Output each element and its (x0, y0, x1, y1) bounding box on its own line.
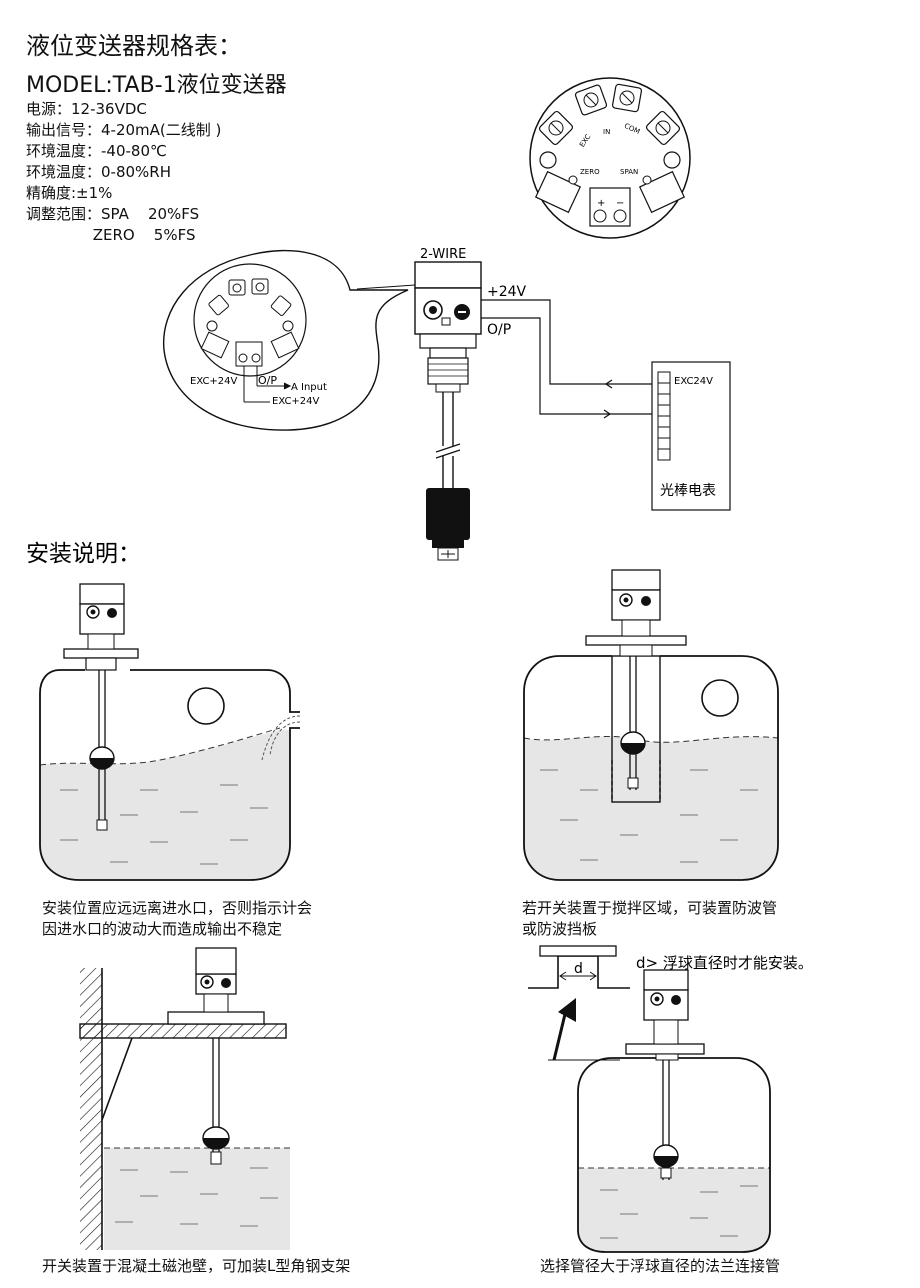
spec-range-span: 调整范围：SPA 20%FS (26, 205, 200, 223)
label-in: IN (603, 128, 610, 136)
caption-flange: 选择管径大于浮球直径的法兰连接管 (540, 1257, 781, 1275)
terminal-block-large: EXC IN COM ZERO SPAN + − (529, 77, 691, 239)
model-title: MODEL:TAB-1液位变送器 (26, 73, 287, 98)
caption-stilling-line1: 若开关装置于搅拌区域，可装置防波管 (522, 899, 778, 917)
spec-list: 电源：12-36VDC 输出信号：4-20mA(二线制 ) 环境温度：-40-8… (26, 99, 221, 246)
label-plus: + (597, 198, 605, 209)
bubble-label-ainput: A Input (291, 382, 327, 393)
spec-accuracy: 精确度:±1% (26, 184, 113, 202)
install-scenario-inlet (39, 583, 301, 881)
plus24v-label: +24V (487, 284, 527, 300)
caption-inlet-line2: 因进水口的波动大而造成输出不稳定 (42, 920, 283, 938)
meter-label: 光棒电表 (660, 483, 716, 499)
d-label: d (574, 961, 583, 977)
bubble-label-exc24: EXC+24V (190, 376, 238, 387)
d-note: d> 浮球直径时才能安装。 (636, 954, 813, 972)
spec-temp: 环境温度：-40-80℃ (26, 142, 167, 160)
exc24v-label: EXC24V (674, 376, 713, 387)
two-wire-label: 2-WIRE (420, 247, 466, 262)
op-label: O/P (487, 322, 511, 338)
label-minus: − (616, 198, 624, 209)
caption-stilling-line2: 或防波挡板 (522, 920, 598, 938)
caption-inlet: 安装位置应远远离进水口，否则指示计会 因进水口的波动大而造成输出不稳定 (42, 898, 312, 940)
label-span: SPAN (620, 168, 638, 176)
install-scenario-wall (79, 947, 290, 1250)
caption-stilling-well: 若开关装置于搅拌区域，可装置防波管 或防波挡板 (522, 898, 777, 940)
bubble-label-exc24-2: EXC+24V (272, 396, 320, 407)
spec-power: 电源：12-36VDC (26, 100, 147, 118)
wiring-diagram: EXC+24V O/P A Input EXC+24V 2-WIRE (162, 247, 731, 561)
caption-wall: 开关装置于混凝土磁池壁，可加装L型角钢支架 (42, 1257, 351, 1275)
install-scenario-stilling-well (523, 569, 779, 881)
caption-inlet-line1: 安装位置应远远离进水口，否则指示计会 (42, 899, 313, 917)
install-title: 安装说明： (26, 541, 141, 567)
label-zero: ZERO (580, 168, 600, 176)
spec-humidity: 环境温度：0-80%RH (26, 163, 171, 181)
page-title: 液位变送器规格表： (26, 32, 242, 60)
bubble-label-op: O/P (258, 374, 277, 387)
spec-range-zero: ZERO 5%FS (26, 226, 196, 244)
install-scenario-flange: d d> 浮球直径时才能安装。 (528, 945, 813, 1253)
spec-output: 输出信号：4-20mA(二线制 ) (26, 121, 222, 139)
